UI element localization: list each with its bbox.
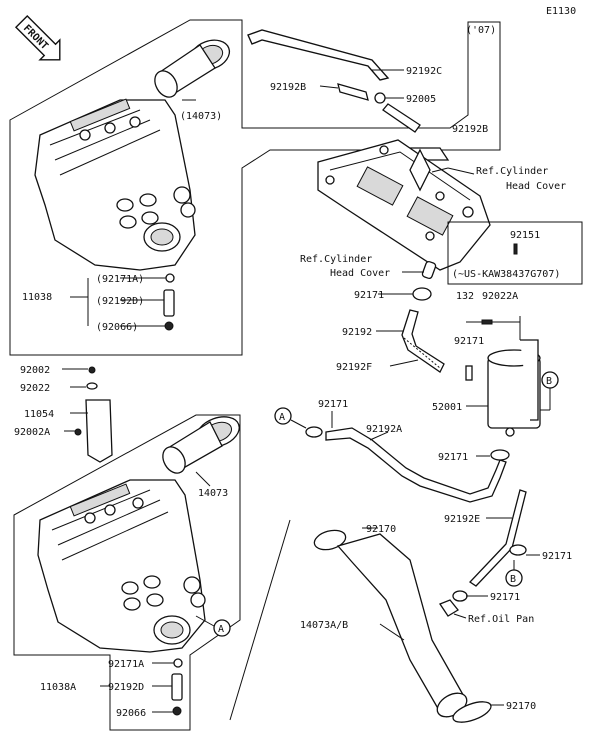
callout-a-right: A	[274, 407, 307, 429]
us-note-box	[447, 221, 583, 285]
clamp-92171-d	[476, 449, 510, 461]
ref-cylinder-2-line1: Ref.Cylinder	[300, 254, 372, 265]
label-92171-f: 92171	[490, 592, 520, 603]
callout-a-right-text: A	[279, 412, 285, 423]
hose-92192e	[439, 489, 540, 619]
page-code: E1130	[546, 6, 576, 17]
bracket-parts	[62, 366, 113, 463]
label-11038a: 11038A	[40, 682, 76, 693]
lower-air-box	[37, 479, 206, 653]
label-14073-bottom: 14073	[198, 488, 228, 499]
upper-small-parts	[70, 99, 196, 331]
callout-b-upper: B	[540, 371, 559, 411]
label-92066-top: (92066)	[96, 322, 138, 333]
label-92192b-left: 92192B	[270, 82, 306, 93]
ref-cylinder-1-line2: Head Cover	[506, 181, 566, 192]
label-92171a-bottom: 92171A	[108, 659, 144, 670]
year-note: ('07)	[466, 25, 496, 36]
label-92002a: 92002A	[14, 427, 50, 438]
label-92022: 92022	[20, 383, 50, 394]
label-14073-top: (14073)	[180, 111, 222, 122]
large-intake-duct	[229, 519, 504, 723]
ref-cylinder-1-line1: Ref.Cylinder	[476, 166, 548, 177]
callout-b-lower-text: B	[510, 574, 516, 585]
label-92171-d: 92171	[438, 452, 468, 463]
label-92005: 92005	[406, 94, 436, 105]
label-92192a: 92192A	[366, 424, 402, 435]
label-92171a-top: (92171A)	[96, 274, 144, 285]
label-92171-b: 92171	[454, 336, 484, 347]
kaw-note: (~US-KAW38437G707)	[452, 269, 560, 280]
lower-assembly-frame	[13, 414, 241, 731]
upper-intake-duct	[154, 39, 231, 98]
callout-b-lower: B	[505, 560, 523, 587]
label-92171-a: 92171	[354, 290, 384, 301]
hose-92192a	[305, 411, 507, 503]
label-92192f: 92192F	[336, 362, 372, 373]
label-92171-c: 92171	[318, 399, 348, 410]
label-11038: 11038	[22, 292, 52, 303]
cylinder-head-cover	[317, 139, 491, 271]
upper-assembly-frame	[9, 19, 501, 356]
lower-intake-duct	[162, 416, 240, 487]
label-92192e: 92192E	[444, 514, 480, 525]
label-92066-bottom: 92066	[116, 708, 146, 719]
ref-cylinder-2-line2: Head Cover	[330, 268, 390, 279]
label-132: 132	[456, 291, 474, 302]
breather-hose-right	[376, 287, 445, 373]
label-52001: 52001	[432, 402, 462, 413]
label-92170-bottom: 92170	[506, 701, 536, 712]
callout-b-upper-text: B	[546, 376, 552, 387]
lower-small-parts	[100, 658, 183, 716]
label-92192d-top: (92192D)	[96, 296, 144, 307]
front-arrow-icon: FRONT	[14, 14, 61, 61]
label-92192c: 92192C	[406, 66, 442, 77]
callout-a-left-text: A	[218, 624, 224, 635]
label-14073ab: 14073A/B	[300, 620, 348, 631]
upper-air-box	[34, 98, 196, 271]
label-92192d-bottom: 92192D	[108, 682, 144, 693]
label-92170-top: 92170	[366, 524, 396, 535]
label-92151: 92151	[510, 230, 540, 241]
label-11054: 11054	[24, 409, 54, 420]
oil-separator	[465, 316, 541, 437]
fitting-nipple	[402, 260, 437, 280]
label-92171-e: 92171	[542, 551, 572, 562]
label-92002: 92002	[20, 365, 50, 376]
label-92022a: 92022A	[482, 291, 518, 302]
callout-a-left: A	[195, 615, 231, 637]
label-92192: 92192	[342, 327, 372, 338]
label-92192b-right: 92192B	[452, 124, 488, 135]
ref-oil-pan: Ref.Oil Pan	[468, 614, 534, 625]
